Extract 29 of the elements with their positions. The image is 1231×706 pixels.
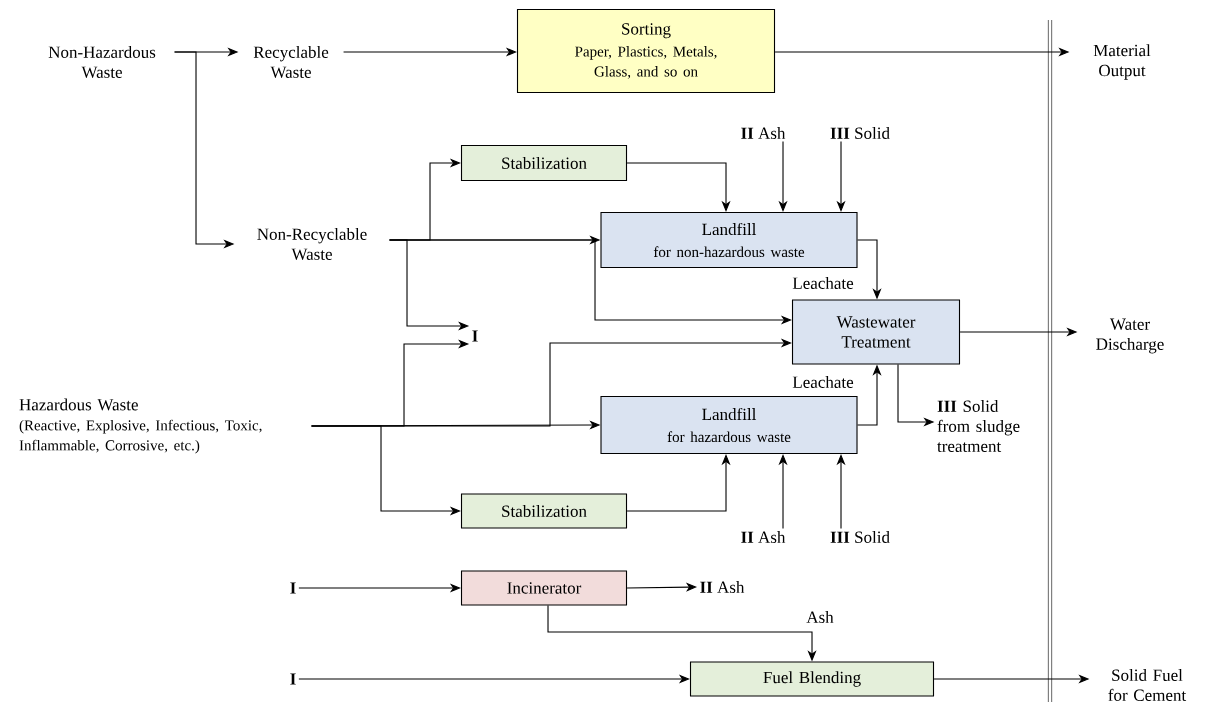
process-box: Sorting Paper, Plastics, Metals, Glass, and so on — [516, 8, 776, 94]
process-box: Stabilization — [460, 144, 628, 182]
text-label: III Solid — [830, 127, 890, 139]
process-box: Wastewater Treatment — [791, 299, 961, 365]
edge-label: Ash — [805, 610, 835, 624]
process-box: Landfill for non-hazardous waste — [600, 211, 858, 269]
text-label: II Ash — [700, 581, 745, 593]
node-label: I — [472, 330, 478, 342]
process-box: Stabilization — [460, 493, 628, 529]
text-label: II Ash — [741, 531, 786, 543]
text-label: Non-Hazardous Waste — [48, 45, 156, 78]
text-label: III Solid from sludge treatment — [937, 400, 1020, 452]
text-label: Material Output — [1093, 44, 1151, 80]
text-label: III Solid — [830, 531, 890, 543]
text-label: Solid Fuel for Cement — [1108, 669, 1187, 701]
process-box: Landfill for hazardous waste — [600, 395, 858, 455]
text-label: II Ash — [741, 127, 786, 139]
arrow — [626, 162, 731, 212]
edge-label: Leachate — [791, 375, 855, 389]
text-label: Hazardous Waste (Reactive, Explosive, Infectious, Toxic, Inflammable, Corrosive, etc.) — [19, 398, 262, 454]
process-box: Incinerator — [460, 570, 628, 606]
node-label: I — [290, 582, 296, 594]
text-label: Recyclable Waste — [253, 45, 329, 78]
process-box: Fuel Blending — [689, 661, 935, 697]
edge-label: Leachate — [791, 276, 855, 290]
text-label: Non-Recyclable Waste — [257, 227, 367, 260]
arrow — [626, 582, 697, 592]
node-label: I — [290, 673, 296, 685]
text-label: Water Discharge — [1096, 318, 1164, 354]
